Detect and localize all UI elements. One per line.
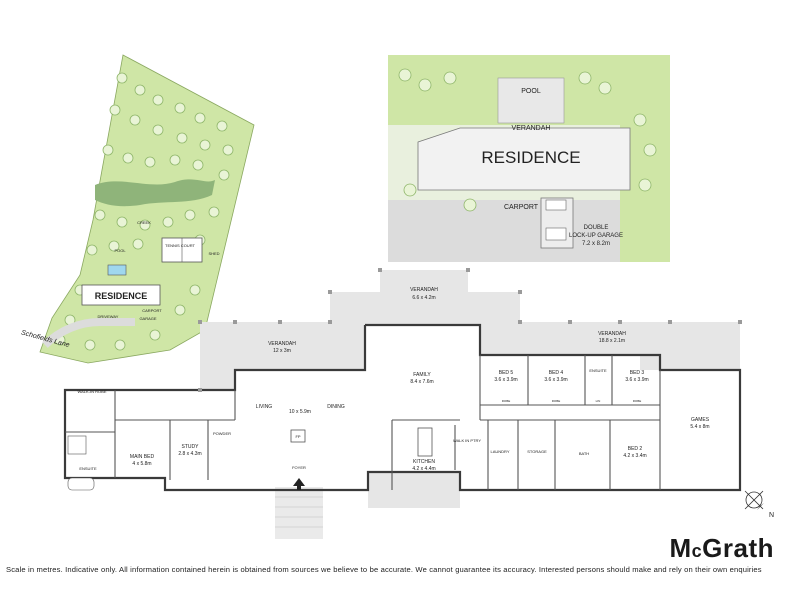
interior-walls (65, 355, 661, 490)
bed2-name: BED 2 (628, 446, 643, 452)
verandah-top-dims: 6.6 x 4.2m (412, 295, 435, 301)
bed4-name: BED 4 (549, 370, 564, 376)
bed3-dims: 3.6 x 3.9m (625, 377, 648, 383)
aerial-verandah-label: VERANDAH (512, 125, 551, 132)
verandah-posts (198, 268, 742, 392)
study-dims: 2.8 x 4.3m (178, 451, 201, 457)
robe-label-bed5: ROBE (502, 399, 511, 403)
games-name: GAMES (691, 417, 710, 423)
ensuite-left-name: ENSUITE (79, 466, 97, 471)
site-tennis-label: TENNIS COURT (165, 243, 195, 248)
aerial-garage-line2: LOCK-UP GARAGE (569, 233, 623, 239)
brand-name-pre: M (669, 533, 692, 563)
verandah-right-dims: 18.8 x 2.1m (599, 338, 625, 344)
creek (95, 179, 215, 207)
compass-north-label: N (769, 512, 774, 519)
games-dims: 5.4 x 8m (690, 424, 709, 430)
site-pool (107, 264, 127, 276)
verandah-left-dims: 12 x 3m (273, 348, 291, 354)
aerial-residence-roof (417, 127, 631, 191)
foyer-name: FOYER (292, 465, 306, 470)
front-steps (275, 487, 323, 539)
laundry-name: LAUNDRY (490, 449, 509, 454)
north-arrow-icon (757, 503, 764, 510)
bed3-name: BED 3 (630, 370, 645, 376)
brand-name-c: c (691, 541, 703, 561)
site-plan: RESIDENCE CREEK POOL TENNIS COURT SHED D… (20, 54, 255, 364)
rear-paving (368, 472, 460, 508)
brand-logo: McGrath (669, 533, 774, 564)
bed2-dims: 4.2 x 3.4m (623, 453, 646, 459)
site-carport-label: CARPORT (142, 308, 162, 313)
aerial-residence-label: RESIDENCE (481, 148, 580, 167)
floor-plan: VERANDAH 6.6 x 4.2m VERANDAH 12 x 3m VER… (63, 268, 742, 539)
kitchen-dims: 4.2 x 4.4m (412, 466, 435, 472)
bed5-dims: 3.6 x 3.9m (494, 377, 517, 383)
room-labels: VERANDAH 6.6 x 4.2m VERANDAH 12 x 3m VER… (78, 287, 710, 472)
kitchen-name: KITCHEN (413, 459, 435, 465)
family-name: FAMILY (413, 372, 431, 378)
disclaimer-text: Scale in metres. Indicative only. All in… (6, 565, 762, 574)
site-trees (54, 72, 234, 351)
living-dims: 10 x 5.9m (289, 409, 311, 415)
fp-name: FP (295, 434, 300, 439)
verandah-top-name: VERANDAH (410, 287, 438, 293)
ensuite-right-name: ENSUITE (589, 368, 607, 373)
study-name: STUDY (182, 444, 200, 450)
main-bed-dims: 4 x 5.8m (132, 461, 151, 467)
site-pool-label: POOL (114, 248, 126, 253)
lin-label: LIN (596, 399, 601, 403)
entry-arrow (293, 478, 305, 490)
aerial-garage-dims: 7.2 x 8.2m (582, 241, 610, 247)
bed4-dims: 3.6 x 3.9m (544, 377, 567, 383)
storage-name: STORAGE (527, 449, 547, 454)
aerial-render: POOL VERANDAH RESIDENCE CARPORT DOUBLE L… (388, 55, 670, 262)
aerial-carport-label: CARPORT (504, 204, 539, 211)
robe-label-bed4: ROBE (552, 399, 561, 403)
site-residence-label: RESIDENCE (95, 291, 148, 301)
site-driveway-label: DRIVEWAY (98, 314, 119, 319)
bed5-name: BED 5 (499, 370, 514, 376)
kitchen-island (417, 427, 433, 457)
aerial-garage-line1: DOUBLE (584, 225, 609, 231)
main-bed-name: MAIN BED (130, 454, 155, 460)
dining-name: DINING (327, 404, 345, 410)
robe-label-bed3: ROBE (633, 399, 642, 403)
walkin-robe-name: WALK-IN ROBE (78, 389, 107, 394)
site-shed-label: SHED (208, 251, 219, 256)
aerial-pool-label: POOL (521, 88, 541, 95)
site-residence-block (81, 284, 161, 306)
verandah-right-name: VERANDAH (598, 331, 626, 337)
powder-name: POWDER (213, 431, 231, 436)
verandah-left-name: VERANDAH (268, 341, 296, 347)
compass: N (744, 490, 774, 519)
family-dims: 8.4 x 7.6m (410, 379, 433, 385)
site-driveway-path (42, 318, 135, 348)
walkin-pantry-name: WALK IN PTRY (453, 438, 481, 443)
brand-name-post: Grath (702, 533, 774, 563)
bath-name: BATH (579, 451, 589, 456)
living-name: LIVING (256, 404, 273, 410)
site-garage-label: GARAGE (139, 316, 156, 321)
site-creek-label: CREEK (137, 220, 151, 225)
fireplace (290, 429, 306, 443)
verandah-area (200, 270, 740, 390)
